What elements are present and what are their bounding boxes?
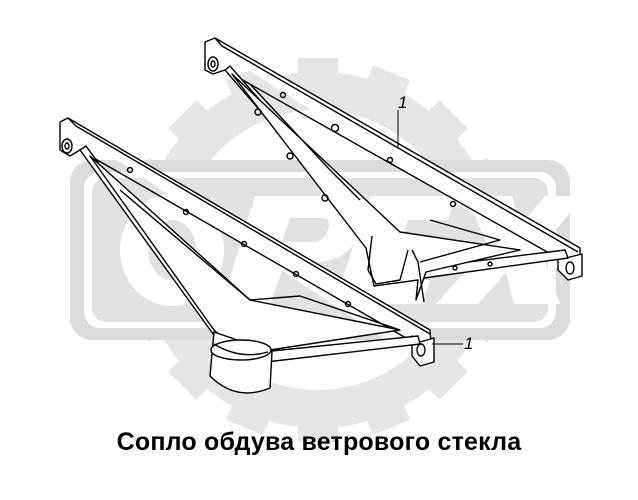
diagram-caption: Сопло обдува ветрового стекла <box>116 428 522 456</box>
callout-number: 1 <box>398 93 407 112</box>
nozzle-part-right <box>204 37 583 303</box>
callout-number: 1 <box>464 334 473 353</box>
callout-1-upper: 1 <box>397 93 407 148</box>
callout-1-lower: 1 <box>432 334 473 353</box>
nozzle-part-left <box>59 117 435 394</box>
